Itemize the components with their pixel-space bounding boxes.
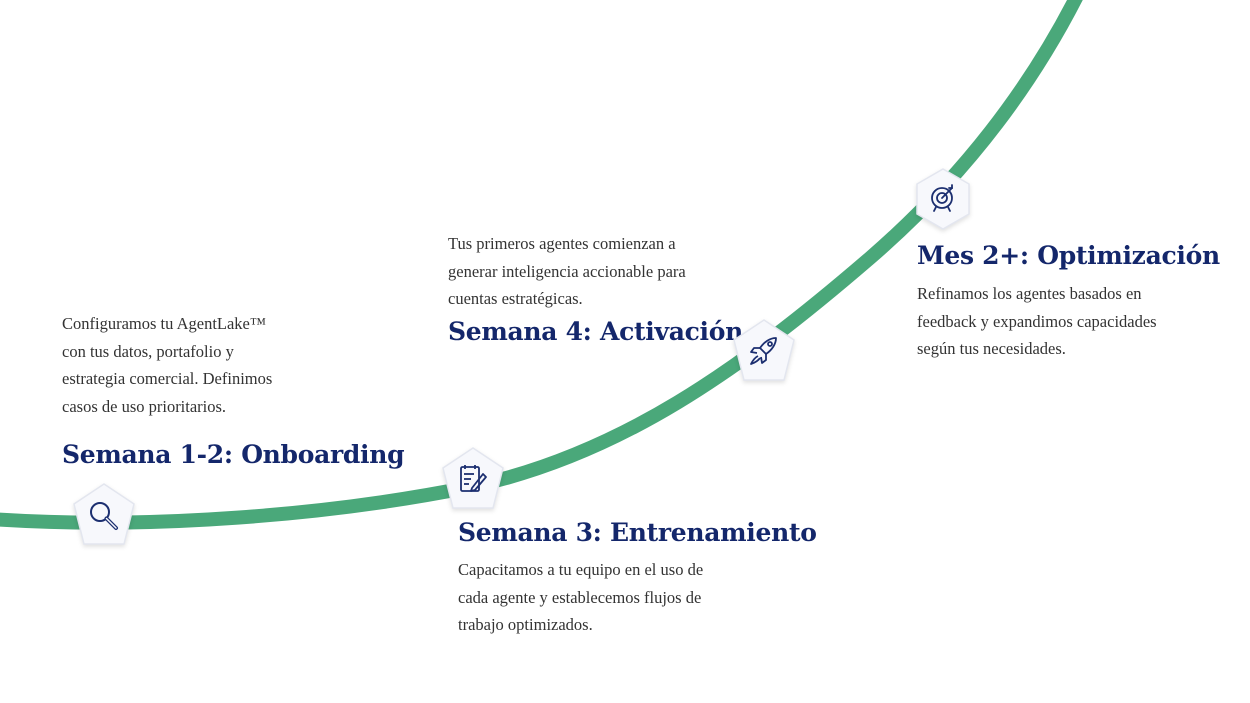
desc-line: Refinamos los agentes basados en <box>917 284 1142 303</box>
step-1-title: Semana 1-2: Onboarding <box>62 440 405 469</box>
desc-line: Configuramos tu AgentLake™ <box>62 314 267 333</box>
step-4-title: Mes 2+: Optimización <box>917 241 1220 270</box>
desc-line: según tus necesidades. <box>917 339 1066 358</box>
desc-line: trabajo optimizados. <box>458 615 593 634</box>
step-1-badge <box>72 482 136 546</box>
document-edit-icon <box>460 465 487 492</box>
search-icon <box>90 502 118 530</box>
desc-line: casos de uso prioritarios. <box>62 396 227 416</box>
step-2-description: Capacitamos a tu equipo en el uso de cad… <box>458 556 703 639</box>
step-3-title: Semana 4: Activación <box>448 317 743 346</box>
desc-line: estrategia comercial. Definimos <box>62 369 273 388</box>
desc-line: Tus primeros agentes comienzan a <box>448 234 676 253</box>
step-1-description: Configuramos tu AgentLake™ con tus datos… <box>62 310 272 420</box>
step-4-badge <box>911 167 975 231</box>
timeline-path <box>0 0 1083 530</box>
step-2-title: Semana 3: Entrenamiento <box>458 518 817 547</box>
step-3-description: Tus primeros agentes comienzan a generar… <box>448 230 686 313</box>
rocket-icon <box>750 337 777 365</box>
desc-line: feedback y expandimos capacidades <box>917 311 1157 331</box>
target-icon <box>931 184 953 212</box>
desc-line: generar inteligencia accionable para <box>448 261 686 281</box>
step-3-badge <box>732 318 796 382</box>
desc-line: cuentas estratégicas. <box>448 289 583 308</box>
desc-line: con tus datos, portafolio y <box>62 341 234 361</box>
desc-line: cada agente y establecemos flujos de <box>458 587 702 607</box>
step-2-badge <box>441 446 505 510</box>
desc-line: Capacitamos a tu equipo en el uso de <box>458 560 704 579</box>
step-4-description: Refinamos los agentes basados en feedbac… <box>917 280 1157 363</box>
